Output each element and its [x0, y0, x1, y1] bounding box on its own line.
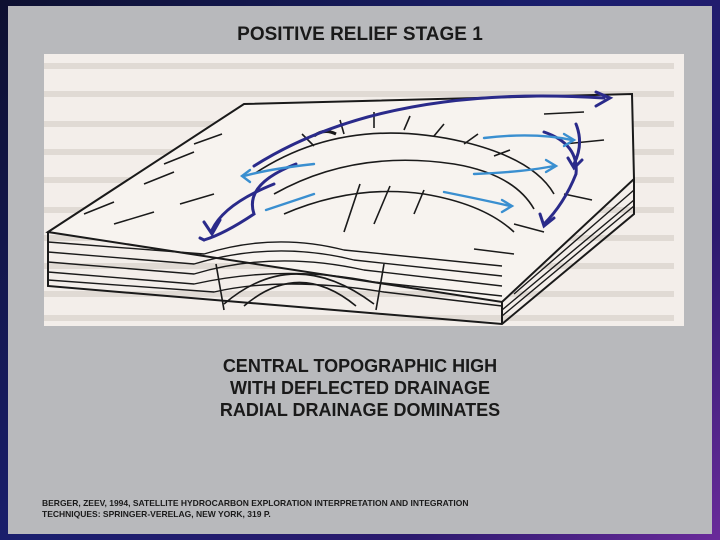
- front-face-strata: [47, 189, 635, 317]
- caption-line-3: RADIAL DRAINAGE DOMINATES: [219, 400, 501, 420]
- citation-line-2: TECHNIQUES: SPRINGER-VERELAG, NEW YORK, …: [42, 509, 271, 519]
- block-diagram: [44, 63, 674, 326]
- slide: POSITIVE RELIEF STAGE 1: [8, 6, 712, 534]
- slide-title: POSITIVE RELIEF STAGE 1: [237, 24, 483, 45]
- block-outline: [45, 92, 636, 326]
- caption-line-1: CENTRAL TOPOGRAPHIC HIGH: [222, 356, 498, 376]
- citation-line-1: BERGER, ZEEV, 1994, SATELLITE HYDROCARBO…: [42, 498, 469, 508]
- source-citation: BERGER, ZEEV, 1994, SATELLITE HYDROCARBO…: [42, 498, 682, 520]
- drainage-arrows-dark: [198, 90, 614, 242]
- drainage-arrows-light: [240, 132, 577, 214]
- anticline-core: [215, 263, 385, 311]
- caption-line-2: WITH DEFLECTED DRAINAGE: [230, 378, 490, 398]
- surface-strike-lines: [83, 111, 605, 255]
- block-diagram-figure: [44, 54, 684, 326]
- slide-caption: CENTRAL TOPOGRAPHIC HIGH WITH DEFLECTED …: [8, 355, 712, 421]
